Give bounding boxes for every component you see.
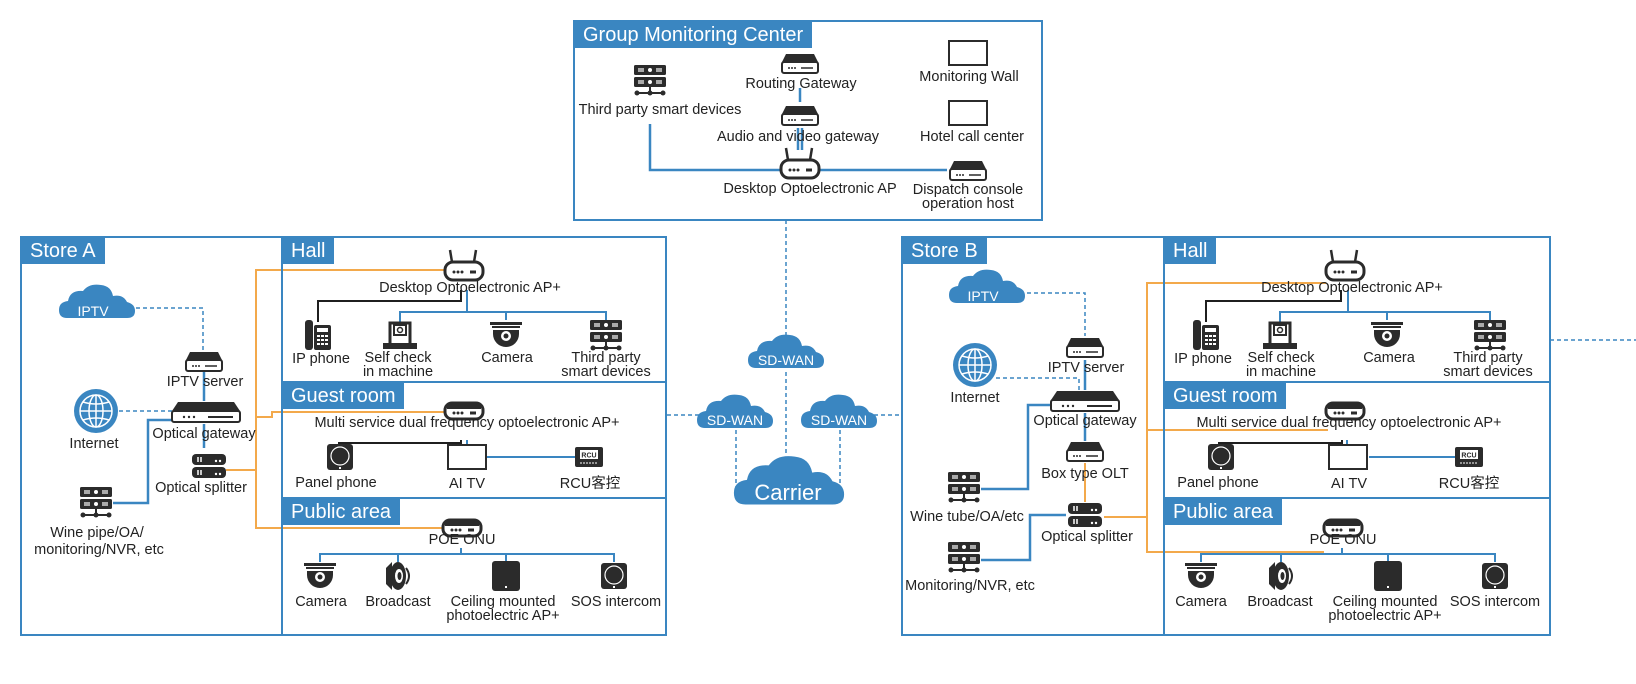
guest-title-a: Guest room — [283, 383, 405, 409]
sdwan-label-top: SD-WAN — [757, 352, 815, 368]
broadcast-label-b: Broadcast — [1247, 594, 1313, 610]
store-b-title: Store B — [903, 238, 987, 264]
ceiling-label-b-2: photoelectric AP+ — [1328, 608, 1442, 624]
group-links — [648, 88, 947, 172]
internet-label-a: Internet — [69, 436, 119, 452]
guest-ap-label-b: Multi service dual frequency optoelectro… — [1196, 415, 1502, 431]
hall-camera-label-b: Camera — [1363, 350, 1415, 366]
ai-tv-label-b: AI TV — [1331, 476, 1367, 492]
wine-pipe-label-a-2: monitoring/NVR, etc — [34, 542, 164, 558]
internet-label-b: Internet — [950, 390, 1000, 406]
optical-splitter-label-b: Optical splitter — [1041, 529, 1133, 545]
ip-phone-label-a: IP phone — [292, 351, 350, 367]
av-gateway-label: Audio and video gateway — [716, 129, 880, 145]
routing-gateway-label: Routing Gateway — [745, 76, 857, 92]
store-a-title: Store A — [22, 238, 105, 264]
wine-tube-label-b: Wine tube/OA/etc — [910, 509, 1024, 525]
guest-ap-label-a: Multi service dual frequency optoelectro… — [314, 415, 620, 431]
hall-ap-label-a: Desktop Optoelectronic AP+ — [379, 280, 561, 296]
group-title: Group Monitoring Center — [575, 22, 813, 48]
hall-ap-label-b: Desktop Optoelectronic AP+ — [1261, 280, 1443, 296]
ceiling-label-b-1: Ceiling mounted — [1332, 594, 1438, 610]
hall-title-a: Hall — [283, 238, 335, 264]
dispatch-label-2: operation host — [922, 196, 1014, 212]
ceiling-label-a-2: photoelectric AP+ — [446, 608, 560, 624]
sos-label-a: SOS intercom — [570, 594, 662, 610]
optical-gateway-label-a: Optical gateway — [152, 426, 256, 442]
guest-title-b: Guest room — [1165, 383, 1287, 409]
ceiling-label-a-1: Ceiling mounted — [450, 594, 556, 610]
ai-tv-label-a: AI TV — [449, 476, 485, 492]
public-camera-label-b: Camera — [1175, 594, 1227, 610]
panel-phone-label-b: Panel phone — [1177, 475, 1259, 491]
group-monitoring-center: Group Monitoring Center — [573, 20, 1043, 221]
desktop-ap-label: Desktop Optoelectronic AP — [723, 181, 897, 197]
broadcast-label-a: Broadcast — [365, 594, 431, 610]
wine-pipe-label-a-1: Wine pipe/OA/ — [50, 525, 144, 541]
poe-onu-label-a: POE ONU — [428, 532, 496, 548]
sdwan-label-right: SD-WAN — [810, 412, 868, 428]
store-a-public-area: Public area — [281, 497, 667, 636]
hall-third-label-b-1: Third party — [1453, 350, 1523, 366]
hall-third-label-a-1: Third party — [571, 350, 641, 366]
hotel-call-center-label: Hotel call center — [920, 129, 1024, 145]
optical-splitter-label-a: Optical splitter — [155, 480, 247, 496]
optical-gateway-label-b: Optical gateway — [1033, 413, 1137, 429]
monitoring-wall-label: Monitoring Wall — [919, 69, 1019, 85]
sos-label-b: SOS intercom — [1449, 594, 1541, 610]
iptv-server-label-a: IPTV server — [166, 374, 244, 390]
self-check-label-a-2: in machine — [362, 364, 434, 380]
store-b: Store B — [901, 236, 1165, 636]
olt-label-b: Box type OLT — [1041, 466, 1129, 482]
dispatch-label-1: Dispatch console — [912, 182, 1024, 198]
panel-phone-label-a: Panel phone — [295, 475, 377, 491]
hall-third-label-a-2: smart devices — [561, 364, 651, 380]
self-check-label-b-2: in machine — [1245, 364, 1317, 380]
self-check-label-b-1: Self check — [1247, 350, 1315, 366]
monitoring-label-b: Monitoring/NVR, etc — [905, 578, 1035, 594]
rcu-label-b: RCU客控 — [1438, 476, 1500, 492]
iptv-cloud-label-b: IPTV — [967, 288, 999, 304]
iptv-cloud-label-a: IPTV — [77, 303, 109, 319]
iptv-server-label-b: IPTV server — [1047, 360, 1125, 376]
store-b-public-area: Public area — [1163, 497, 1551, 636]
hall-title-b: Hall — [1165, 238, 1217, 264]
public-title-a: Public area — [283, 499, 401, 525]
third-party-label: Third party smart devices — [578, 102, 742, 118]
store-a-guest-room: Guest room — [281, 381, 667, 499]
sdwan-label-left: SD-WAN — [706, 412, 764, 428]
public-title-b: Public area — [1165, 499, 1283, 525]
poe-onu-label-b: POE ONU — [1309, 532, 1377, 548]
hall-camera-label-a: Camera — [481, 350, 533, 366]
ip-phone-label-b: IP phone — [1174, 351, 1232, 367]
public-camera-label-a: Camera — [295, 594, 347, 610]
rcu-label-a: RCU客控 — [559, 476, 621, 492]
carrier-label: Carrier — [754, 480, 822, 505]
self-check-label-a-1: Self check — [364, 350, 432, 366]
hall-third-label-b-2: smart devices — [1443, 364, 1533, 380]
